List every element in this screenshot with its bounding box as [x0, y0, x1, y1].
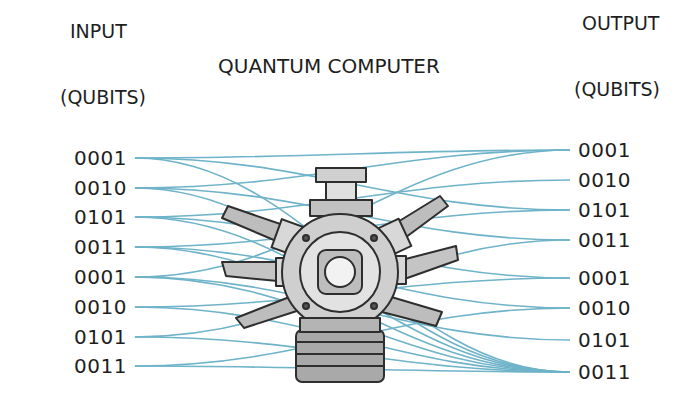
qubit-wire: [135, 240, 570, 337]
output-qubit-string: 0101: [578, 200, 631, 220]
output-unit: (QUBITS): [574, 80, 660, 99]
input-qubit-string: 0001: [74, 267, 127, 287]
output-heading: OUTPUT: [582, 14, 659, 33]
input-qubit-string: 0010: [74, 178, 127, 198]
input-qubit-string: 0011: [74, 237, 127, 257]
qubit-wire: [135, 337, 570, 372]
input-qubit-string: 0011: [74, 356, 127, 376]
output-qubit-string: 0101: [578, 330, 631, 350]
input-qubit-string: 0101: [74, 207, 127, 227]
output-qubit-string: 0010: [578, 170, 631, 190]
output-qubit-string: 0011: [578, 230, 631, 250]
output-qubit-string: 0001: [578, 268, 631, 288]
output-qubit-string: 0001: [578, 140, 631, 160]
input-qubit-string: 0001: [74, 148, 127, 168]
diagram-title: QUANTUM COMPUTER: [218, 56, 440, 76]
output-qubit-string: 0010: [578, 298, 631, 318]
input-qubit-string: 0010: [74, 297, 127, 317]
output-qubit-string: 0011: [578, 362, 631, 382]
input-qubit-string: 0101: [74, 327, 127, 347]
input-unit: (QUBITS): [60, 88, 146, 107]
input-heading: INPUT: [70, 22, 127, 41]
